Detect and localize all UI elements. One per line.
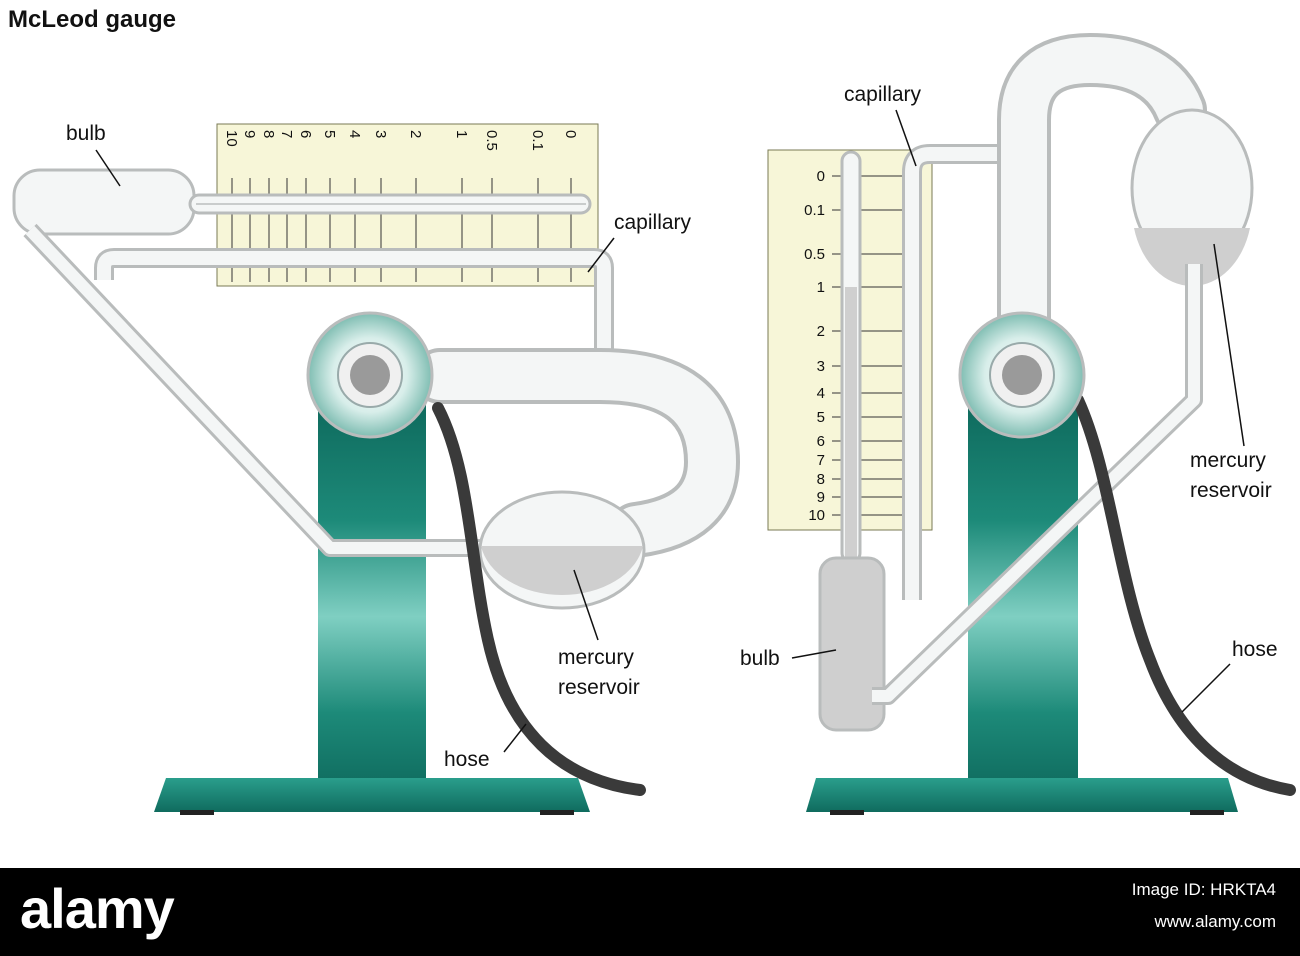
- right-scale-tick-label: 1: [817, 279, 825, 296]
- right-scale-tick-label: 3: [817, 358, 825, 375]
- left-scale-tick-label: 8: [260, 130, 277, 138]
- left-scale-tick-label: 2: [407, 130, 424, 138]
- left-scale-tick-label: 1: [453, 130, 470, 138]
- right-bulb-label: bulb: [740, 647, 780, 670]
- left-stand-base: [154, 778, 590, 812]
- right-scale-tick-label: 10: [808, 507, 825, 524]
- right-scale-tick-label: 7: [817, 452, 825, 469]
- right-scale-tick-label: 0.5: [804, 246, 825, 263]
- site-url-text: www.alamy.com: [1154, 912, 1276, 931]
- left-scale-tick-label: 0.1: [529, 130, 546, 151]
- left-base-foot-right: [540, 810, 574, 815]
- left-scale-tick-label: 4: [346, 130, 363, 138]
- left-scale-tick-label: 6: [297, 130, 314, 138]
- left-scale-tick-label: 9: [241, 130, 258, 138]
- left-mercury-label: mercury: [558, 646, 634, 669]
- right-scale-tick-label: 6: [817, 433, 825, 450]
- right-stand-base: [806, 778, 1238, 812]
- figure-title: McLeod gauge: [8, 6, 177, 33]
- right-reservoir-label: reservoir: [1190, 479, 1272, 502]
- right-scale-tick-label: 4: [817, 385, 825, 402]
- left-scale-tick-label: 7: [278, 130, 295, 138]
- right-scale-tick-label: 0.1: [804, 202, 825, 219]
- left-scale-tick-label: 5: [321, 130, 338, 138]
- left-scale-tick-label: 0: [562, 130, 579, 138]
- left-scale-tick-label: 0.5: [483, 130, 500, 151]
- left-scale-tick-label: 10: [223, 130, 240, 147]
- right-scale-tick-label: 2: [817, 323, 825, 340]
- stock-logo: alamy: [20, 877, 175, 940]
- left-bulb-label: bulb: [66, 122, 106, 145]
- left-reservoir-label: reservoir: [558, 676, 640, 699]
- right-scale-tick-label: 0: [817, 168, 825, 185]
- right-scale-tick-label: 8: [817, 471, 825, 488]
- left-scale-tick-label: 3: [372, 130, 389, 138]
- right-mercury-label: mercury: [1190, 449, 1266, 472]
- image-id-text: Image ID: HRKTA4: [1131, 880, 1276, 899]
- left-hose-label: hose: [444, 748, 490, 771]
- right-capillary-label: capillary: [844, 83, 922, 106]
- left-capillary-label: capillary: [614, 211, 692, 234]
- right-base-foot-left: [830, 810, 864, 815]
- right-hose-label: hose: [1232, 638, 1278, 661]
- left-hose: [432, 402, 646, 796]
- right-bulb: [818, 556, 886, 732]
- stock-footer-bar: alamy Image ID: HRKTA4 www.alamy.com: [0, 868, 1300, 956]
- right-scale-tick-label: 5: [817, 409, 825, 426]
- left-base-foot-left: [180, 810, 214, 815]
- left-bulb: [12, 168, 196, 236]
- right-hose: [1072, 394, 1296, 796]
- left-stand-column: [318, 405, 426, 790]
- right-base-foot-right: [1190, 810, 1224, 815]
- right-scale-tick-label: 9: [817, 489, 825, 506]
